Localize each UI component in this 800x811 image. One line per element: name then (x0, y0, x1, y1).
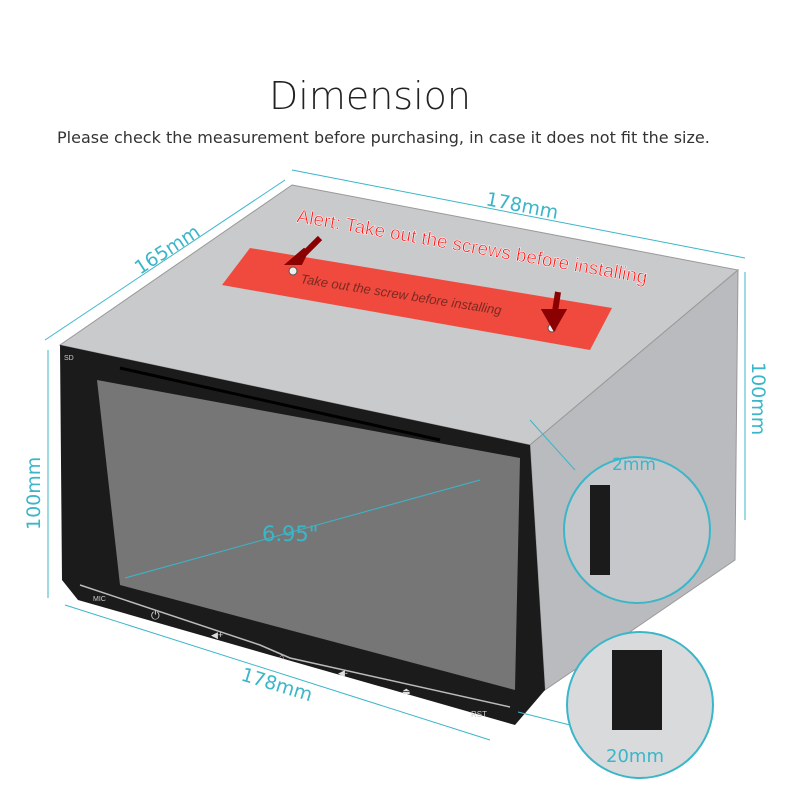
screen-diagonal-label: 6.95" (262, 522, 318, 546)
front-height-label: 100mm (23, 457, 45, 530)
touch-screen (97, 380, 520, 690)
arrow-icon (283, 235, 323, 265)
top-width-label: 178mm (484, 188, 560, 224)
disc-slot (119, 366, 441, 442)
page-title: Dimension (269, 74, 471, 118)
home-button[interactable]: ⌂ (279, 652, 284, 662)
bracket-detail-bezel (590, 485, 610, 575)
button-strip (79, 584, 511, 708)
screw-icon (288, 266, 298, 276)
front-depth-label: 20mm (606, 746, 664, 767)
rst-label: RST (471, 710, 487, 719)
bracket-detail (563, 456, 711, 604)
page-subtitle: Please check the measurement before purc… (57, 128, 710, 147)
mic-label: MIC (93, 596, 106, 603)
warning-sticker (222, 248, 612, 350)
volume-up-button[interactable]: ◀+ (211, 630, 223, 640)
side-height-label: 100mm (747, 362, 769, 435)
arrow-icon (540, 291, 568, 333)
volume-down-button[interactable]: ◀- (338, 668, 348, 678)
sd-label: SD (64, 355, 74, 362)
front-width-label: 178mm (239, 664, 316, 706)
bezel-detail (612, 650, 662, 730)
power-button[interactable]: ⏻ (151, 610, 160, 622)
bracket-thickness-label: 2mm (612, 455, 656, 475)
eject-button[interactable]: ⏏ (402, 686, 411, 696)
